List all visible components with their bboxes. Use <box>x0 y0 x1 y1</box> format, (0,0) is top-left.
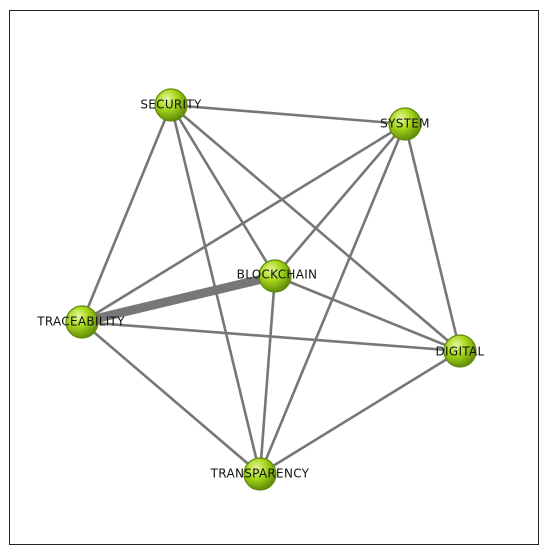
edge-digital-transparency <box>258 349 462 476</box>
node-label-traceability: TRACEABILITY <box>36 315 125 329</box>
edge-security-blockchain <box>169 103 277 278</box>
node-traceability[interactable] <box>65 305 99 339</box>
edge-blockchain-digital <box>273 274 462 353</box>
edge-system-traceability <box>80 122 407 324</box>
node-system[interactable] <box>388 107 422 141</box>
edge-traceability-digital <box>80 320 462 353</box>
node-security[interactable] <box>154 88 188 122</box>
edge-traceability-transparency <box>80 320 262 476</box>
node-label-system: SYSTEM <box>380 117 430 131</box>
edge-system-digital <box>403 122 462 353</box>
node-label-transparency: TRANSPARENCY <box>210 467 310 481</box>
edge-security-system <box>169 103 407 126</box>
node-digital[interactable] <box>443 334 477 368</box>
node-label-blockchain: BLOCKCHAIN <box>237 268 318 282</box>
node-label-security: SECURITY <box>140 98 202 112</box>
edge-system-blockchain <box>273 122 407 278</box>
node-blockchain[interactable] <box>258 259 292 293</box>
node-label-digital: DIGITAL <box>435 345 484 359</box>
edge-blockchain-traceability <box>77 271 280 327</box>
edge-blockchain-transparency <box>258 274 277 476</box>
node-transparency[interactable] <box>243 457 277 491</box>
nodes-layer <box>65 88 477 491</box>
labels-layer: SECURITY SYSTEM BLOCKCHAIN TRACEABILITY DIGI… <box>36 98 484 481</box>
edge-security-traceability <box>80 103 173 324</box>
edges-layer <box>77 103 462 476</box>
